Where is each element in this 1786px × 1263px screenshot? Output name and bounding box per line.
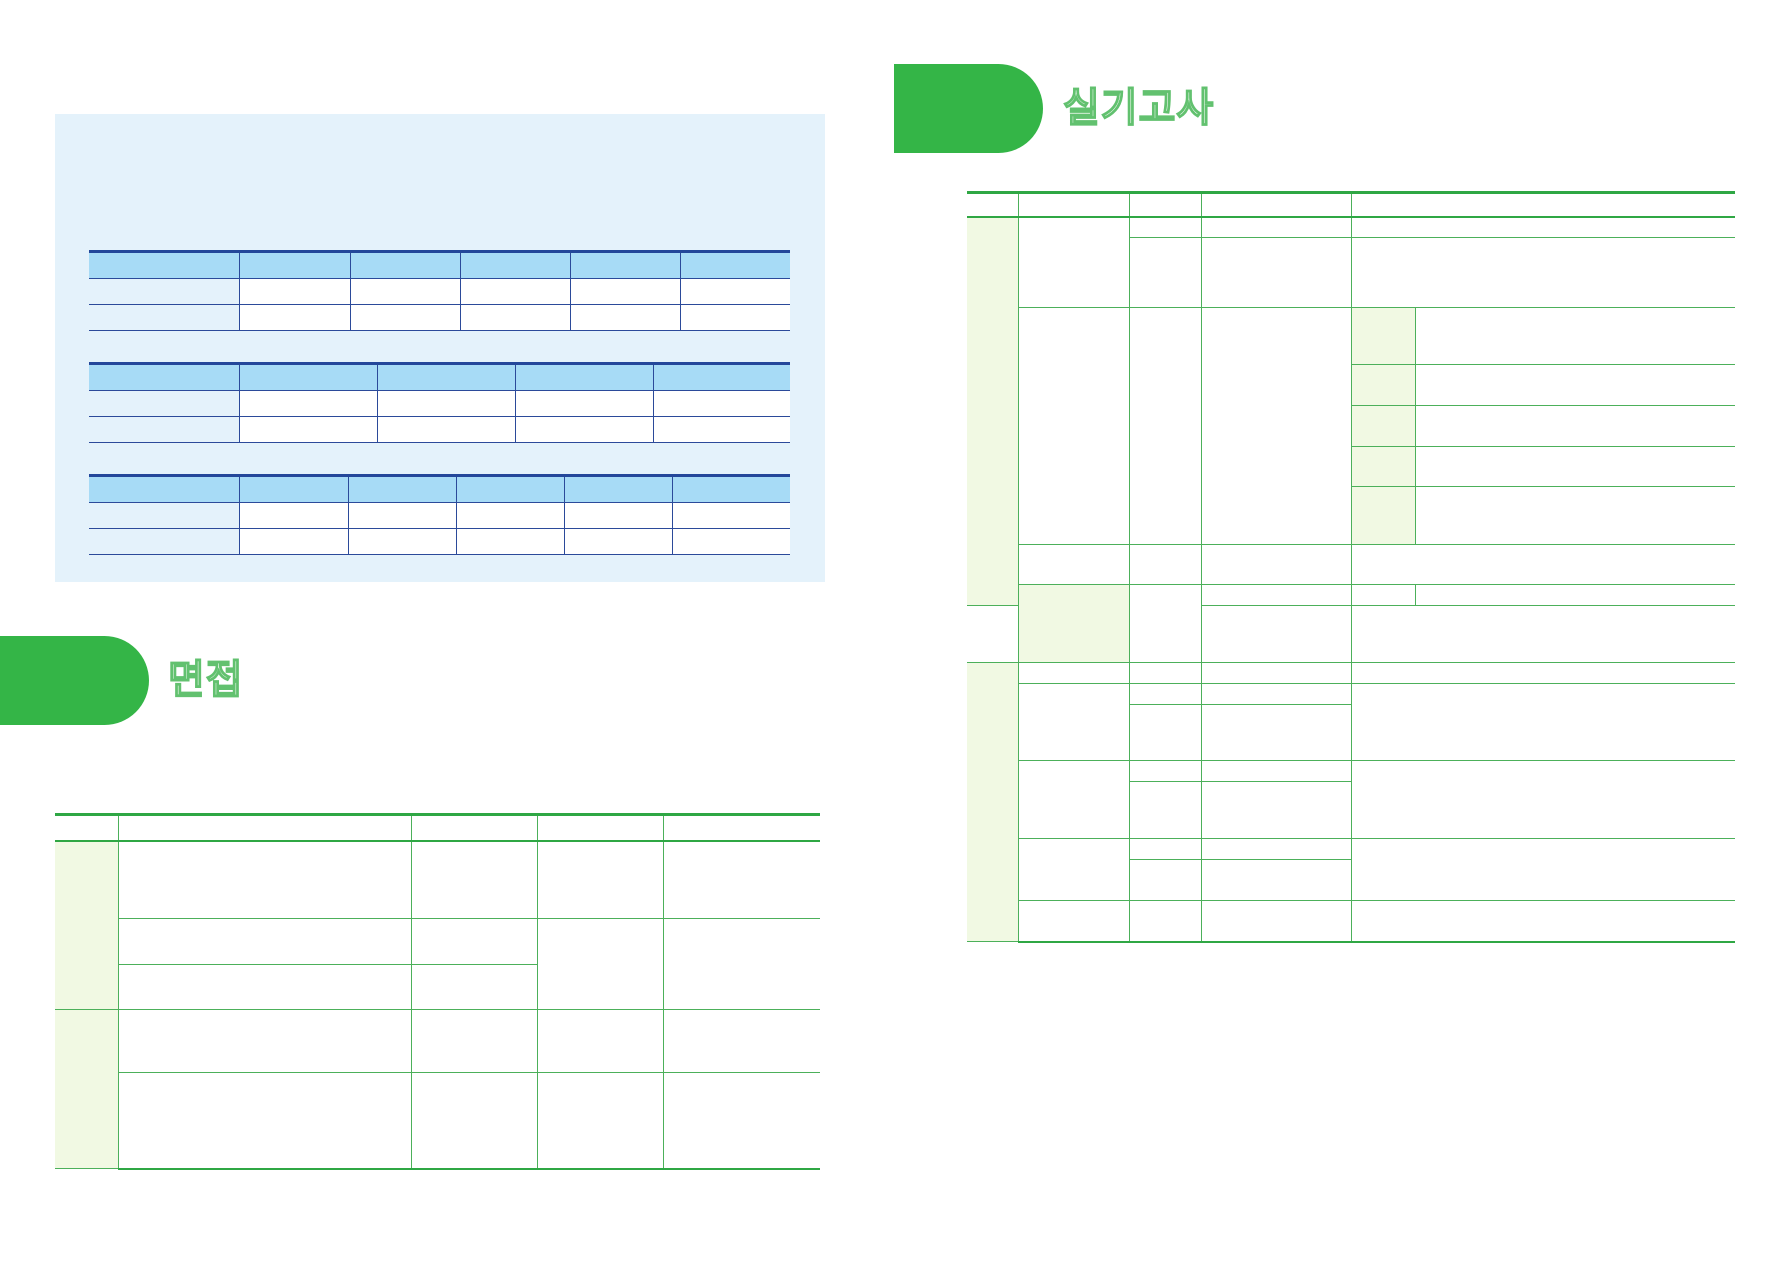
table-row: [967, 900, 1735, 943]
table-header-row: [55, 813, 820, 842]
table-row: [55, 918, 820, 1010]
table-row: [967, 584, 1735, 663]
table-row: [55, 1009, 820, 1169]
table-row: [967, 781, 1735, 839]
table-row: [967, 307, 1735, 545]
table-row: [967, 446, 1735, 487]
table-row: [89, 278, 790, 305]
score-table-2: [89, 362, 790, 443]
table-row: [967, 216, 1735, 606]
table-header-row: [967, 191, 1735, 218]
table-row: [89, 502, 790, 529]
interview-section-tab: [0, 636, 149, 725]
practical-section-title: 실기고사: [1062, 85, 1215, 131]
table-row: [967, 364, 1735, 406]
interview-section-title: 면접: [167, 657, 244, 703]
table-row: [89, 528, 790, 555]
table-row: [967, 662, 1735, 942]
table-row: [967, 838, 1735, 901]
table-header-row: [89, 474, 790, 503]
table-row: [967, 405, 1735, 447]
table-row: [967, 544, 1735, 585]
table-row: [89, 390, 790, 417]
table-row: [967, 760, 1735, 839]
score-table-1: [89, 250, 790, 331]
table-row: [967, 683, 1735, 761]
table-header-row: [89, 250, 790, 279]
table-row: [55, 1072, 820, 1170]
practical-section-tab: [894, 64, 1043, 153]
score-table-3: [89, 474, 790, 555]
practical-exam-table: [967, 191, 1735, 943]
table-row: [55, 840, 820, 1010]
table-header-row: [89, 362, 790, 391]
interview-table: [55, 813, 820, 1170]
table-row: [967, 859, 1735, 901]
table-row: [55, 964, 820, 1010]
table-row: [967, 237, 1735, 308]
table-row: [89, 416, 790, 443]
table-row: [89, 304, 790, 331]
table-row: [967, 605, 1735, 663]
